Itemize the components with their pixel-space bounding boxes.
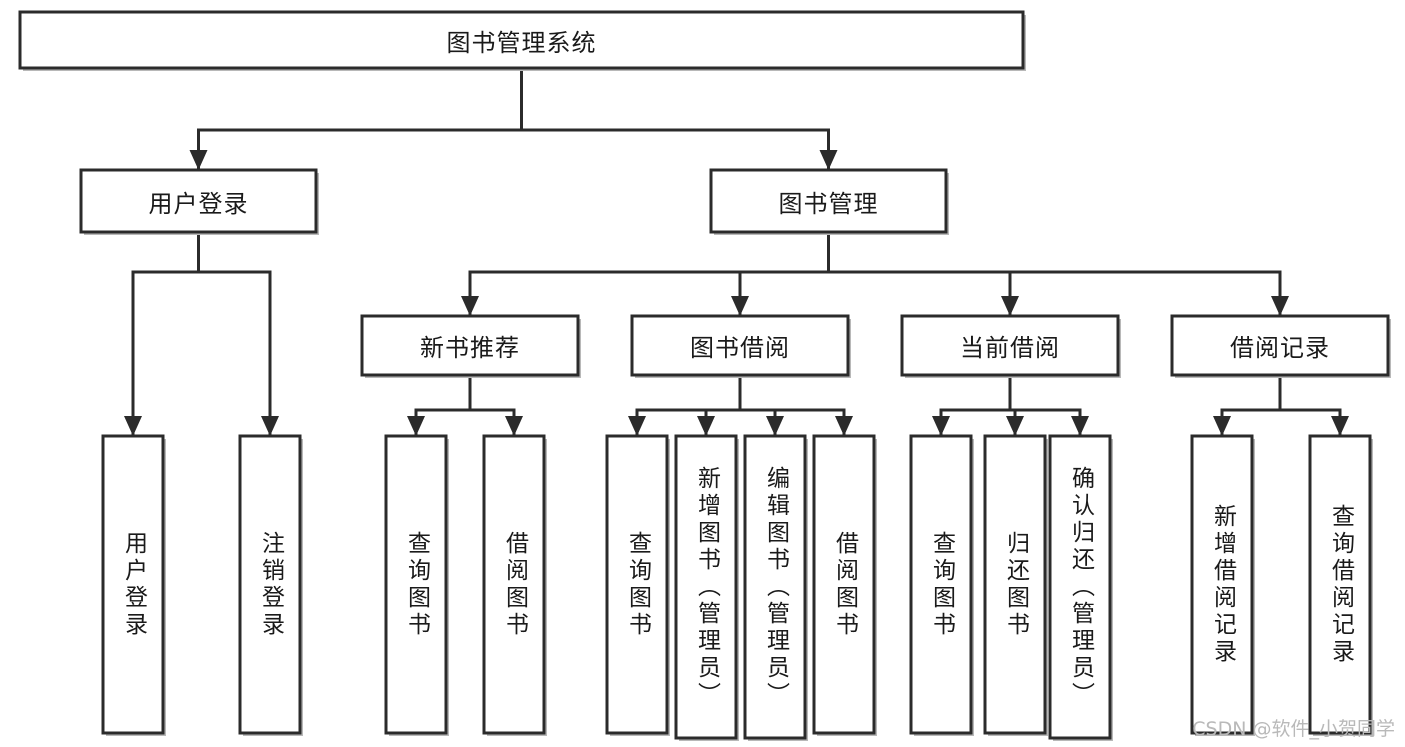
node-box-l4_borrow_book_b[interactable] xyxy=(812,434,876,735)
arrow-head-icon xyxy=(1071,416,1089,436)
node-box-l4_logout[interactable] xyxy=(238,434,302,735)
arrow-head-icon xyxy=(1271,296,1289,316)
node-box-l4_confirm_return[interactable] xyxy=(1048,434,1112,740)
node-box-l4_query_book_c[interactable] xyxy=(909,434,973,735)
arrow-head-icon xyxy=(124,416,142,436)
node-box-root[interactable] xyxy=(18,10,1025,70)
arrow-head-icon xyxy=(835,416,853,436)
arrow-head-icon xyxy=(189,150,208,170)
node-box-l3_book_borrow[interactable] xyxy=(630,314,850,377)
node-box-l4_return_book[interactable] xyxy=(983,434,1047,735)
node-box-l4_add_record[interactable] xyxy=(1190,434,1254,735)
node-box-l2_user_login[interactable] xyxy=(79,168,318,234)
watermark-text: CSDN @软件_小贺同学 xyxy=(1192,718,1395,740)
arrow-head-icon xyxy=(461,296,479,316)
node-boxes xyxy=(18,10,1391,741)
node-box-l4_borrow_book_a[interactable] xyxy=(482,434,546,735)
arrow-head-icon xyxy=(1001,296,1019,316)
node-box-l4_query_book_a[interactable] xyxy=(384,434,448,735)
node-box-l3_current_borrow[interactable] xyxy=(900,314,1120,377)
arrow-head-icon xyxy=(731,296,749,316)
arrow-head-icon xyxy=(628,416,646,436)
arrow-head-icon xyxy=(261,416,279,436)
arrow-head-icon xyxy=(1006,416,1024,436)
arrow-head-icon xyxy=(819,150,838,170)
arrow-head-icon xyxy=(505,416,523,436)
arrow-head-icon xyxy=(697,416,715,436)
arrow-head-icon xyxy=(766,416,784,436)
node-box-l4_query_book_b[interactable] xyxy=(605,434,669,735)
node-box-l3_new_book_rec[interactable] xyxy=(360,314,580,377)
connector-lines xyxy=(124,66,1349,437)
node-box-l2_book_mgmt[interactable] xyxy=(709,168,948,234)
arrow-head-icon xyxy=(1213,416,1231,436)
node-box-l4_query_record[interactable] xyxy=(1308,434,1372,735)
node-box-l3_borrow_record[interactable] xyxy=(1170,314,1390,377)
node-box-l4_add_book[interactable] xyxy=(674,434,738,740)
arrow-head-icon xyxy=(407,416,425,436)
node-box-l4_user_login[interactable] xyxy=(101,434,165,735)
node-box-l4_edit_book[interactable] xyxy=(743,434,807,740)
arrow-head-icon xyxy=(1331,416,1349,436)
arrow-head-icon xyxy=(932,416,950,436)
